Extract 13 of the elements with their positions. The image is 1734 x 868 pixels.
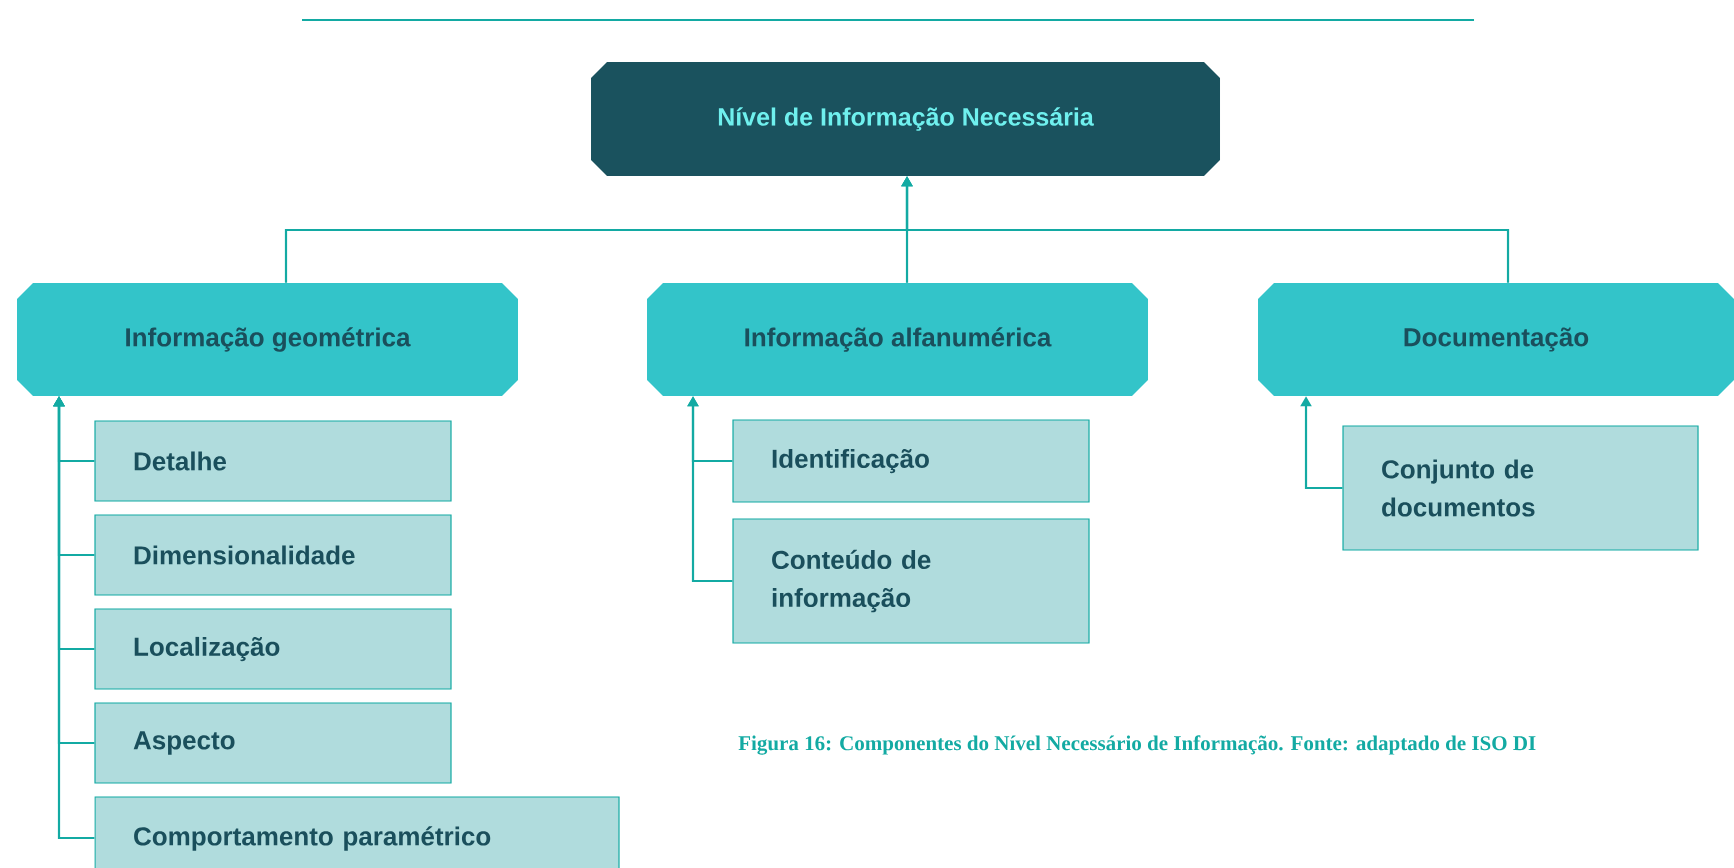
item-box: Aspecto: [94, 702, 452, 784]
root-box: Nível de Informação Necessária: [591, 62, 1220, 176]
item-box: Conteúdo de informação: [732, 518, 1090, 644]
item-box: Detalhe: [94, 420, 452, 502]
category-box: Informação geométrica: [17, 283, 518, 396]
category-box: Informação alfanumérica: [647, 283, 1148, 396]
item-box: Localização: [94, 608, 452, 690]
item-box: Comportamento paramétrico: [94, 796, 620, 868]
category-box: Documentação: [1258, 283, 1734, 396]
caption: Figura 16: Componentes do Nível Necessário de Informação. Fonte: adaptado de ISO DI: [738, 735, 1536, 755]
item-box: Dimensionalidade: [94, 514, 452, 596]
item-box: Conjunto de documentos: [1342, 425, 1699, 551]
item-box: Identificação: [732, 419, 1090, 503]
